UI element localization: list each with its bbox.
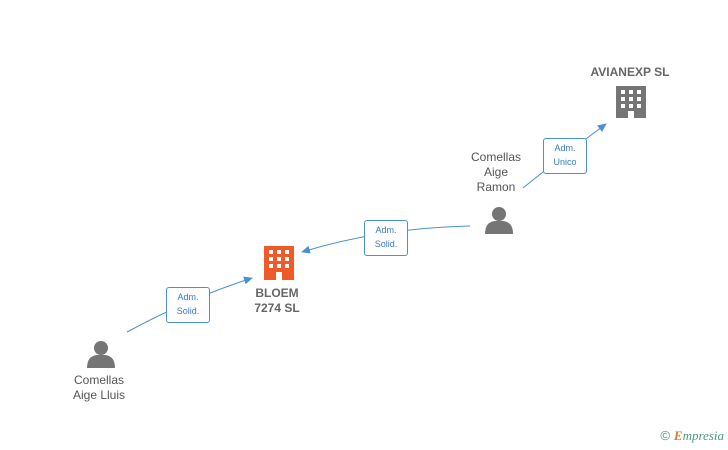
company-name: AVIANEXP SL [590, 65, 670, 79]
building-icon [264, 246, 294, 280]
person-name-line2: Aige Lluis [72, 388, 126, 402]
person-icon [485, 207, 513, 234]
edge-label-adm-solid[interactable]: Adm. Solid. [364, 220, 408, 256]
node-label-avianexp[interactable]: AVIANEXP SL [570, 65, 690, 80]
edge-label-adm-solid[interactable]: Adm. Solid. [166, 287, 210, 323]
person-name-line1: Comellas [73, 373, 124, 387]
person-icon [87, 341, 115, 368]
edge-label-line1: Adm. [177, 292, 199, 302]
edge-label-line2: Solid. [374, 239, 398, 249]
brand-initial: E [673, 428, 683, 443]
copyright-brand: ©Empresia [660, 428, 724, 444]
edge-label-line1: Adm. [554, 143, 576, 153]
person-name-line2: Aige [483, 165, 509, 179]
copyright-icon: © [660, 428, 670, 443]
company-name-line1: BLOEM [255, 286, 299, 300]
edge-label-adm-unico[interactable]: Adm. Unico [543, 138, 587, 174]
edge-label-line2: Unico [553, 157, 577, 167]
edge-label-line1: Adm. [375, 225, 397, 235]
brand-name: mpresia [682, 428, 724, 443]
edge-label-line2: Solid. [176, 306, 200, 316]
company-name-line2: 7274 SL [254, 301, 300, 315]
node-label-lluis[interactable]: Comellas Aige Lluis [58, 373, 140, 403]
building-icon [616, 86, 646, 118]
person-name-line1: Comellas [470, 150, 521, 164]
node-label-ramon[interactable]: Comellas Aige Ramon [456, 150, 536, 195]
person-name-line3: Ramon [476, 180, 516, 194]
node-label-bloem[interactable]: BLOEM 7274 SL [237, 286, 317, 316]
